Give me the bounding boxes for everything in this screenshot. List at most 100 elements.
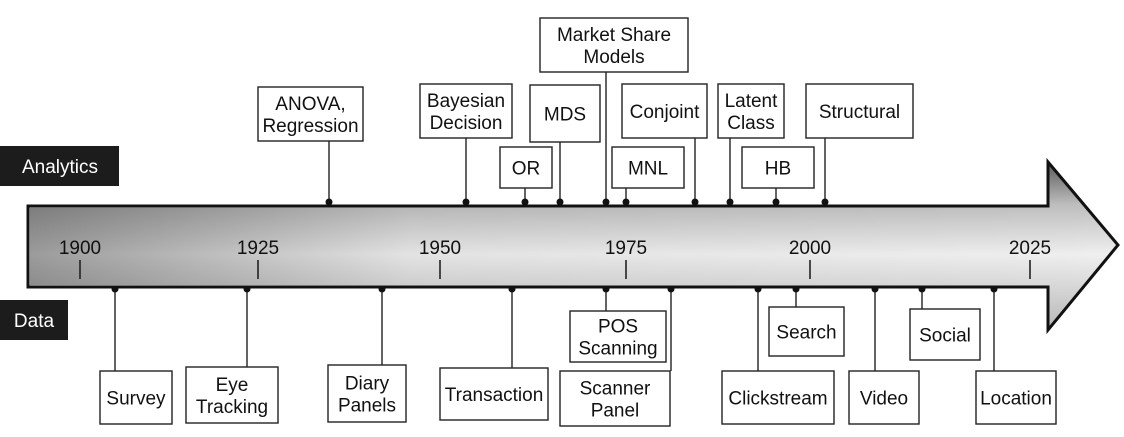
analytics-event-label: Regression [262, 116, 358, 137]
data-event-box [848, 370, 920, 425]
year-label: 1900 [59, 238, 101, 259]
year-axis: 1900 1925 1950 1975 2000 2025 [59, 238, 1051, 279]
connector-dot [556, 198, 564, 206]
connector-dot [871, 285, 879, 293]
connector-dot [772, 198, 780, 206]
analytics-event-label: Structural [819, 102, 900, 123]
data-event: Social [909, 308, 981, 361]
connector-dot [622, 198, 630, 206]
analytics-event-label: Models [583, 47, 644, 68]
data-event-box [327, 364, 407, 423]
analytics-event-label: Bayesian [427, 91, 505, 112]
analytics-event: Structural [805, 83, 914, 139]
data-event-box [559, 370, 671, 427]
data-event: Search [768, 306, 845, 357]
analytics-event-label: Conjoint [630, 102, 700, 123]
analytics-event-label: MNL [628, 159, 668, 180]
connector-dot [325, 198, 333, 206]
analytics-event-box [741, 146, 815, 189]
connector-dot [602, 285, 610, 293]
data-event: Clickstream [721, 370, 835, 425]
analytics-event-label: OR [512, 159, 541, 180]
data-event-label: Search [776, 323, 836, 344]
analytics-event-label: Latent [725, 91, 779, 112]
analytics-event-label: Class [727, 113, 775, 134]
data-event-label: Panel [591, 401, 640, 422]
analytics-event: Conjoint [621, 83, 708, 139]
data-event-label: Video [860, 389, 908, 410]
data-event-label: Transaction [445, 385, 544, 406]
data-side-label-text: Data [14, 311, 55, 332]
year-label: 2025 [1009, 238, 1051, 259]
data-event-box [975, 370, 1057, 425]
year-label: 1925 [237, 238, 279, 259]
analytics-event-label: MDS [544, 105, 586, 126]
connector-dot [691, 198, 699, 206]
data-event-box [99, 370, 173, 425]
analytics-event: OR [499, 146, 553, 189]
connector-dot [792, 285, 800, 293]
connectors [111, 72, 998, 371]
data-event-label: Scanning [578, 339, 657, 360]
connector-dot [508, 285, 516, 293]
data-event-label: Survey [106, 389, 166, 410]
year-label: 1950 [419, 238, 461, 259]
year-label: 1975 [605, 238, 647, 259]
data-event: Video [848, 370, 920, 425]
analytics-side-label-text: Analytics [22, 157, 98, 178]
analytics-event-label: Market Share [557, 25, 671, 46]
analytics-event-box [499, 146, 553, 189]
data-event-box [569, 310, 667, 363]
analytics-event: MNL [611, 146, 685, 189]
connector-dot [462, 198, 470, 206]
data-event-box [185, 366, 279, 424]
data-event-label: POS [598, 317, 638, 338]
connector-dot [667, 285, 675, 293]
connector-dot [111, 285, 119, 293]
connector-dot [754, 285, 762, 293]
data-event: Location [975, 370, 1057, 425]
analytics-event: HB [741, 146, 815, 189]
data-event: Transaction [439, 367, 549, 421]
data-event-label: Eye [216, 375, 249, 396]
data-event: Survey [99, 370, 173, 425]
analytics-event: MDS [529, 84, 601, 143]
analytics-side-label: Analytics [0, 146, 119, 186]
data-event-box [721, 370, 835, 425]
analytics-event: ANOVA,Regression [257, 86, 364, 142]
analytics-event-box [611, 146, 685, 189]
connector-dot [378, 285, 386, 293]
data-event-label: Scanner [580, 379, 651, 400]
data-event-box [909, 308, 981, 361]
connector-dot [990, 285, 998, 293]
analytics-event-box [805, 83, 914, 139]
analytics-event-box [621, 83, 708, 139]
connector-dot [602, 198, 610, 206]
connector-dot [821, 198, 829, 206]
data-event-label: Location [980, 389, 1052, 410]
data-event-box [439, 367, 549, 421]
data-event-label: Tracking [196, 397, 268, 418]
data-event-label: Social [919, 326, 971, 347]
analytics-event-label: Decision [430, 113, 503, 134]
data-side-label: Data [0, 300, 68, 340]
analytics-event-box [529, 84, 601, 143]
analytics-event-box [717, 83, 785, 139]
connector-dot [726, 198, 734, 206]
data-event-label: Diary [345, 374, 390, 395]
timeline-arrow-shade [30, 164, 1116, 328]
data-event-label: Clickstream [728, 389, 827, 410]
year-label: 2000 [789, 238, 831, 259]
analytics-event-label: HB [765, 159, 791, 180]
data-event-label: Panels [338, 396, 396, 417]
